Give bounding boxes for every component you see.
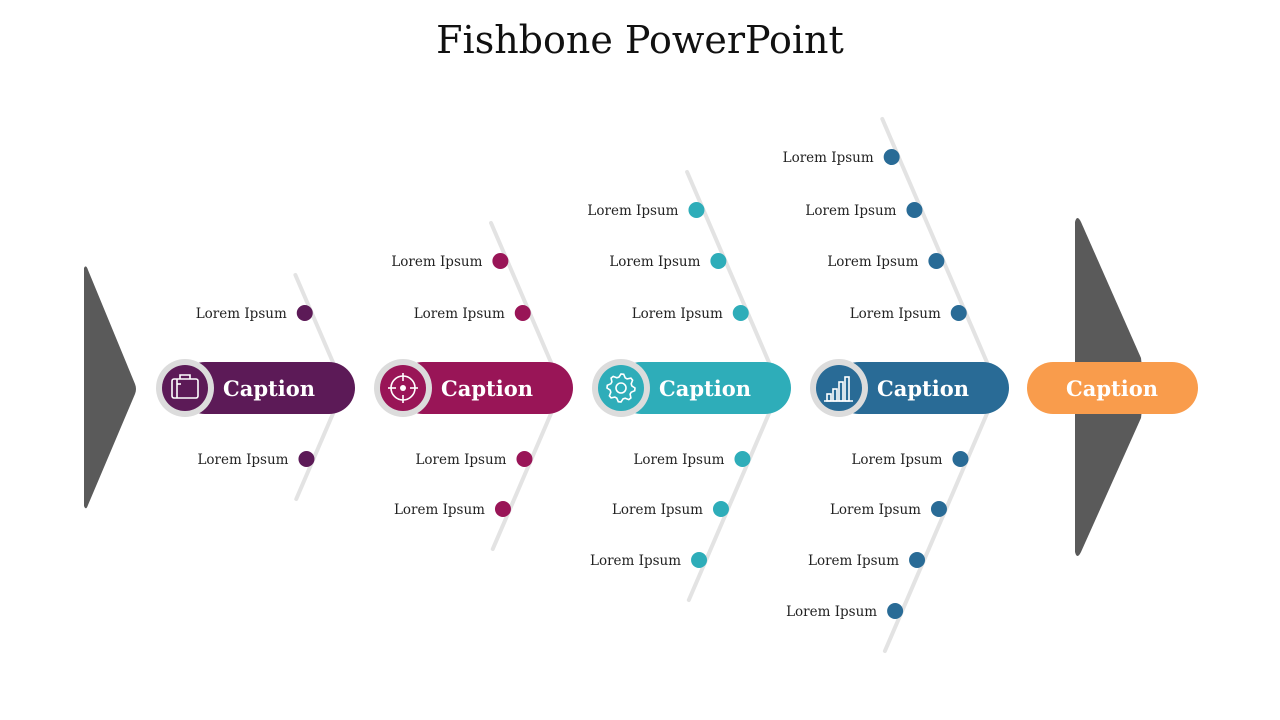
bullet-label: Lorem Ipsum	[197, 452, 288, 468]
caption-boxes-layer: Caption Caption Caption Caption Caption	[156, 359, 1198, 417]
head-caption-box: Caption	[1027, 362, 1198, 414]
lower-bone-line	[490, 386, 564, 551]
upper-item: Lorem Ipsum	[850, 305, 967, 322]
upper-item: Lorem Ipsum	[196, 305, 313, 322]
bullet-label: Lorem Ipsum	[587, 203, 678, 219]
bullet-label: Lorem Ipsum	[805, 203, 896, 219]
caption-pill	[615, 362, 791, 414]
upper-item: Lorem Ipsum	[805, 202, 923, 219]
bullet-dot	[734, 451, 751, 467]
bullet-label: Lorem Ipsum	[415, 452, 506, 468]
bullet-dot	[516, 451, 533, 467]
bullet-dot	[492, 253, 509, 269]
target-icon	[388, 373, 418, 403]
caption-box-2: Caption	[374, 359, 573, 417]
page-title: Fishbone PowerPoint	[436, 18, 844, 62]
upper-bone-line	[489, 221, 564, 390]
head-caption-pill	[1027, 362, 1198, 414]
bullet-dot	[952, 451, 969, 467]
bullet-dot	[928, 253, 945, 269]
bullet-dot	[296, 305, 313, 321]
bullet-label: Lorem Ipsum	[414, 306, 505, 322]
caption-text: Caption	[877, 376, 969, 401]
icon-circle	[598, 365, 644, 411]
lower-item: Lorem Ipsum	[851, 451, 969, 468]
upper-item: Lorem Ipsum	[783, 149, 900, 166]
lower-item: Lorem Ipsum	[590, 552, 708, 569]
caption-text: Caption	[223, 376, 315, 401]
head-caption-text: Caption	[1066, 376, 1158, 401]
briefcase-icon	[171, 374, 199, 399]
bullet-dot	[514, 305, 531, 321]
bullet-label: Lorem Ipsum	[391, 254, 482, 270]
bullet-dot	[710, 253, 727, 269]
caption-pill	[179, 362, 355, 414]
bullet-label: Lorem Ipsum	[786, 604, 877, 620]
bullet-dot	[906, 202, 923, 218]
bullet-dot	[950, 305, 967, 321]
upper-item: Lorem Ipsum	[587, 202, 705, 219]
bullet-dot	[909, 552, 926, 568]
bullet-label: Lorem Ipsum	[394, 502, 485, 518]
bullet-label: Lorem Ipsum	[590, 553, 681, 569]
bullet-label: Lorem Ipsum	[783, 150, 874, 166]
caption-box-1: Caption	[156, 359, 355, 417]
bullet-dot	[494, 501, 511, 517]
bullet-label: Lorem Ipsum	[827, 254, 918, 270]
gear-icon	[606, 373, 636, 403]
bullet-dot	[298, 451, 315, 467]
upper-bone-line	[880, 117, 1000, 390]
lower-item: Lorem Ipsum	[786, 603, 904, 620]
caption-pill	[833, 362, 1009, 414]
bullet-label: Lorem Ipsum	[851, 452, 942, 468]
lower-item: Lorem Ipsum	[633, 451, 751, 468]
caption-text: Caption	[659, 376, 751, 401]
caption-box-3: Caption	[592, 359, 791, 417]
caption-box-4: Caption	[810, 359, 1009, 417]
bullet-label: Lorem Ipsum	[850, 306, 941, 322]
caption-pill	[397, 362, 573, 414]
bullet-dot	[930, 501, 947, 517]
bullet-label: Lorem Ipsum	[830, 502, 921, 518]
bullet-dot	[883, 149, 900, 165]
bullet-dot	[712, 501, 729, 517]
lower-item: Lorem Ipsum	[612, 501, 729, 518]
fish-tail	[84, 266, 136, 509]
upper-item: Lorem Ipsum	[414, 305, 531, 322]
lower-item: Lorem Ipsum	[830, 501, 947, 518]
upper-item: Lorem Ipsum	[609, 253, 727, 270]
lower-bone-line	[882, 386, 1000, 653]
bullet-label: Lorem Ipsum	[633, 452, 724, 468]
bullet-label: Lorem Ipsum	[609, 254, 700, 270]
bullet-label: Lorem Ipsum	[808, 553, 899, 569]
bullet-label: Lorem Ipsum	[612, 502, 703, 518]
bullet-dot	[691, 552, 708, 568]
bullet-label: Lorem Ipsum	[196, 306, 287, 322]
upper-item: Lorem Ipsum	[827, 253, 945, 270]
upper-item: Lorem Ipsum	[632, 305, 749, 322]
caption-text: Caption	[441, 376, 533, 401]
bullet-dot	[732, 305, 749, 321]
lower-item: Lorem Ipsum	[415, 451, 533, 468]
icon-circle	[162, 365, 208, 411]
lower-bone-line	[686, 386, 782, 602]
bullet-dot	[688, 202, 705, 218]
lower-item: Lorem Ipsum	[197, 451, 315, 468]
lower-item: Lorem Ipsum	[394, 501, 511, 518]
upper-item: Lorem Ipsum	[391, 253, 509, 270]
bar-chart-icon	[824, 376, 853, 402]
bullet-label: Lorem Ipsum	[632, 306, 723, 322]
lower-item: Lorem Ipsum	[808, 552, 926, 569]
bullet-dot	[887, 603, 904, 619]
